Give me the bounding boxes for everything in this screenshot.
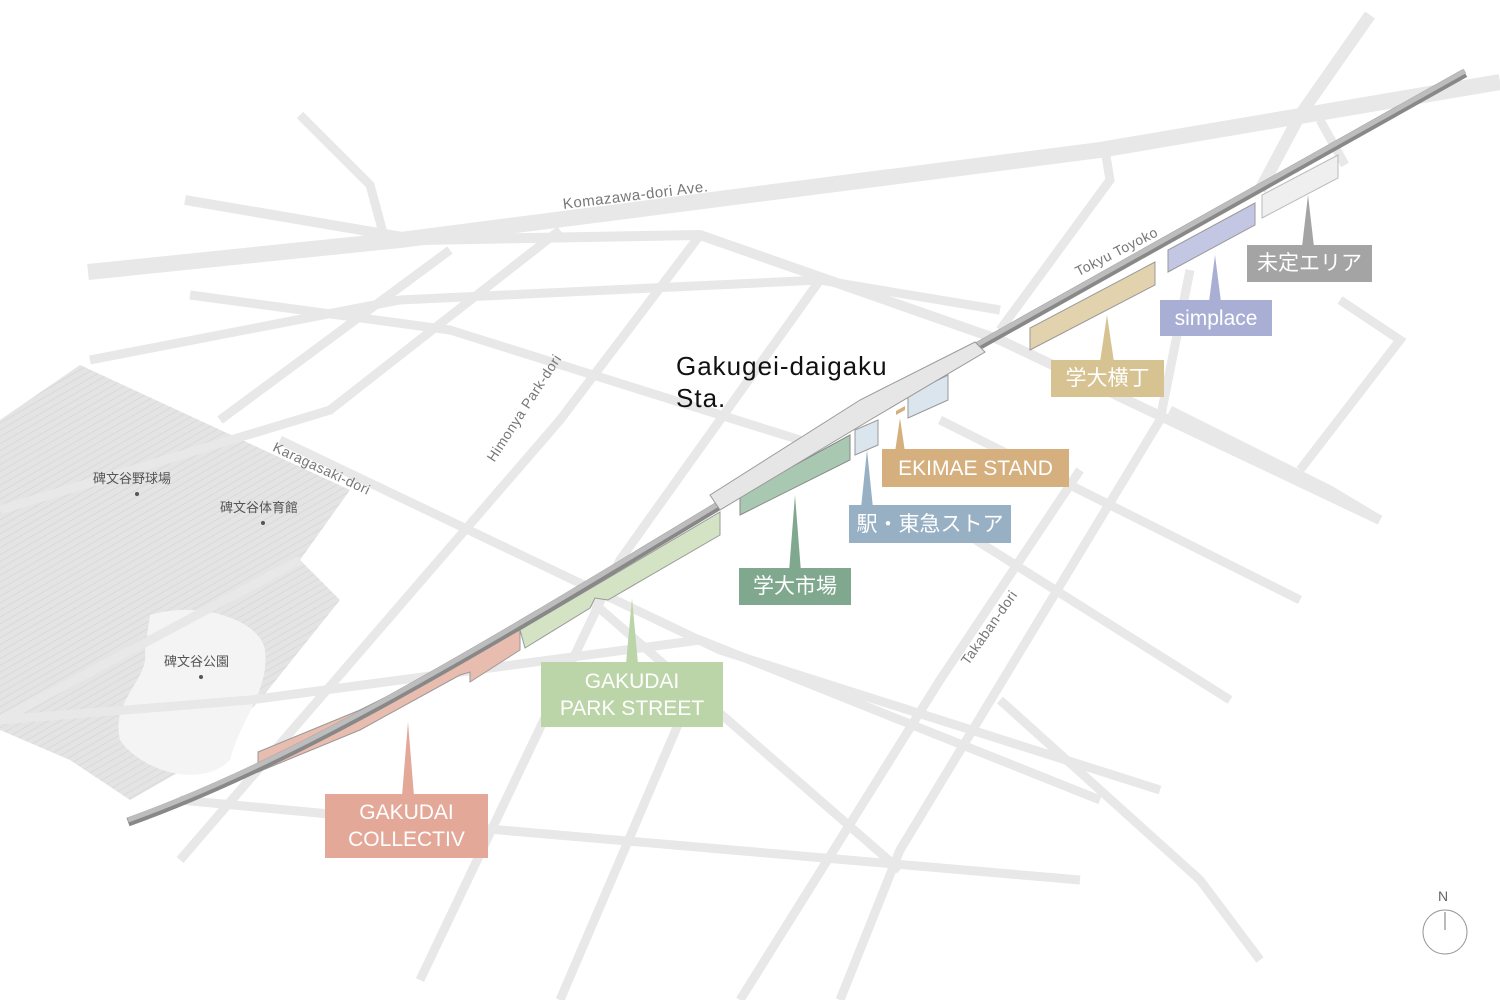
- building-store-2: [907, 374, 949, 419]
- label-line: EKIMAE STAND: [898, 456, 1053, 480]
- station-platform: [709, 341, 986, 511]
- station-name-line2: Sta.: [676, 383, 727, 413]
- building-mitei: [1261, 154, 1339, 219]
- station-name-line1: Gakugei-daigaku: [676, 351, 888, 381]
- label-line: 学大横丁: [1065, 367, 1150, 390]
- area-label-ekimae[interactable]: EKIMAE STAND: [882, 449, 1069, 487]
- area-label-store[interactable]: 駅・東急ストア: [849, 505, 1011, 543]
- poi-dot: [135, 492, 139, 496]
- building-yokocho: [1029, 261, 1156, 351]
- label-line: 未定エリア: [1257, 252, 1362, 275]
- area-label-mitei[interactable]: 未定エリア: [1247, 245, 1372, 282]
- poi-park: 碑文谷公園: [164, 654, 230, 669]
- building-store: [854, 419, 879, 456]
- building-ichiba: [739, 434, 851, 516]
- park-area: [0, 365, 350, 800]
- label-line: GAKUDAI: [584, 669, 680, 693]
- area-label-collectiv[interactable]: GAKUDAI COLLECTIV: [325, 794, 488, 858]
- station-name: Gakugei-daigaku Sta.: [676, 350, 888, 414]
- compass-north-label: N: [1438, 888, 1449, 904]
- pond: [118, 609, 266, 775]
- label-line: COLLECTIV: [348, 828, 465, 851]
- poi-baseball: 碑文谷野球場: [93, 471, 172, 486]
- road-network: [0, 11, 1500, 1000]
- label-line: GAKUDAI: [359, 801, 454, 824]
- building-ekimae: [896, 406, 905, 415]
- area-label-yokocho[interactable]: 学大横丁: [1051, 360, 1164, 397]
- label-line: simplace: [1174, 306, 1258, 330]
- label-pointers: [402, 195, 1468, 955]
- label-line: PARK STREET: [559, 696, 705, 720]
- building-simplace: [1167, 202, 1256, 273]
- poi-dot: [199, 675, 203, 679]
- area-label-ichiba[interactable]: 学大市場: [739, 568, 851, 605]
- label-line: 駅・東急ストア: [856, 512, 1004, 536]
- area-label-parkstreet[interactable]: GAKUDAI PARK STREET: [541, 662, 723, 727]
- poi-gym: 碑文谷体育館: [220, 500, 299, 515]
- area-label-simplace[interactable]: simplace: [1160, 300, 1272, 336]
- poi-dot: [261, 521, 265, 525]
- label-line: 学大市場: [753, 575, 837, 598]
